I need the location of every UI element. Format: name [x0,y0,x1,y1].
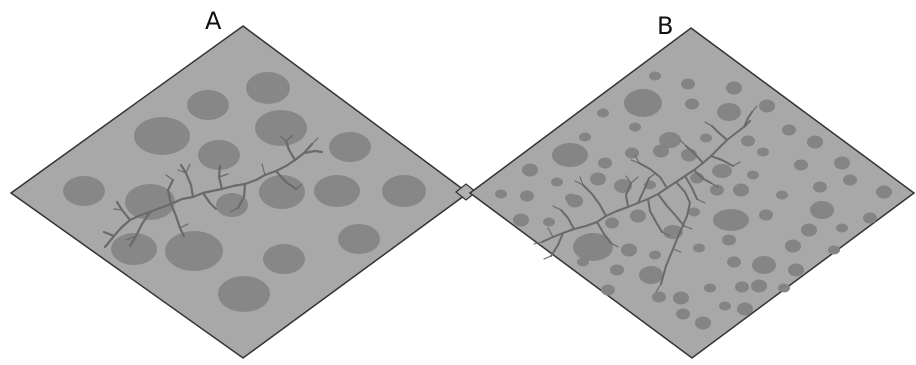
particle [649,72,661,81]
particle [719,302,731,311]
panel-b [470,28,914,358]
particle [685,99,699,110]
particle [828,246,840,255]
particle [565,194,577,203]
particle [629,123,641,132]
particle [700,134,712,143]
particle [863,213,877,224]
particle [577,258,589,267]
particle [314,175,360,207]
particle [621,244,637,257]
panel-a-label: A [205,9,221,33]
particle [246,72,290,104]
particle [695,317,711,330]
panel-a [11,26,468,358]
particle [735,282,749,293]
particle [625,148,639,159]
particle [579,133,591,142]
particle [187,90,229,120]
particle [794,160,808,171]
particle [263,244,305,274]
particle [543,218,555,227]
particle [520,191,534,202]
particle [552,143,588,167]
particle [590,173,606,186]
particle [681,79,695,90]
particle [834,157,850,170]
particle [63,176,105,206]
particle [876,186,892,199]
particle [597,109,609,118]
particle [338,224,380,254]
particle [652,292,666,303]
particle [522,164,538,177]
particle [639,266,663,284]
particle [801,224,817,237]
particle [551,178,563,187]
particle [605,218,619,229]
particle [165,231,223,271]
particle [624,89,662,117]
panel-b-plate [470,28,914,358]
particle [726,82,742,95]
particle [751,280,767,293]
particle [218,276,270,312]
particle [785,240,801,253]
particle [688,208,700,217]
particle [810,201,834,219]
particle [704,284,716,293]
panel-b-label: B [657,14,673,38]
particle [813,182,827,193]
particle [843,175,857,186]
particle [776,191,788,200]
particle [741,136,755,147]
particle [727,257,741,268]
particle [747,171,759,180]
particle [782,125,796,136]
particle [757,148,769,157]
particle [382,175,426,207]
particle [610,265,624,276]
particle [807,136,823,149]
particle [713,209,749,231]
particle [601,285,615,296]
particle [198,140,240,170]
particle [329,132,371,162]
particle [134,117,190,155]
particle [653,145,669,158]
particle [649,251,661,260]
particle [733,184,749,197]
particle [495,190,507,199]
particle [630,210,646,223]
particle [788,264,804,277]
particle [673,292,689,305]
particle [759,100,775,113]
particle [255,110,307,146]
particle [259,175,305,209]
particle [513,214,529,227]
particle [778,284,790,293]
particle [759,210,773,221]
particle [712,164,732,178]
particle [717,103,741,121]
particle [737,303,753,316]
particle [722,235,736,246]
particle [676,309,690,320]
particle [752,256,776,274]
particle [598,158,612,169]
particle [836,224,848,233]
particle [693,244,705,253]
